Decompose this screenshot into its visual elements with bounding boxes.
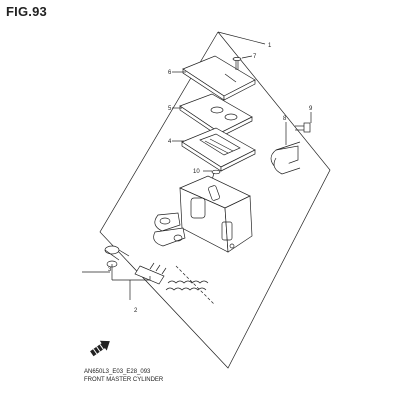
assembly-name: FRONT MASTER CYLINDER [84,377,164,383]
callout-5: 5 [168,106,172,112]
callout-7: 7 [253,54,257,60]
diagram-code: AN650L3_E03_E28_093 [84,369,151,375]
assembly-boundary [99,31,331,369]
callout-3: 3 [108,267,112,273]
callout-10: 10 [193,169,200,175]
callout-2: 2 [134,308,138,314]
piston-kit [104,245,209,291]
callout-1: 1 [268,43,272,49]
callout-9: 9 [309,106,313,112]
callout-8: 8 [283,116,287,122]
diaphragm-plate [179,93,253,138]
leader-line-1 [217,31,266,45]
leader-line-7 [241,55,253,59]
assembly-dash-line [175,265,215,305]
holder-bolt [295,122,311,133]
front-direction-arrow-icon [90,340,110,357]
diaphragm [181,127,256,172]
lever-holder [270,141,301,175]
callout-4: 4 [168,139,172,145]
reservoir-cap [182,55,256,101]
cap-screw [232,57,242,70]
master-cylinder-body [153,175,253,253]
callout-6: 6 [168,70,172,76]
figure-title: FIG.93 [6,4,47,19]
